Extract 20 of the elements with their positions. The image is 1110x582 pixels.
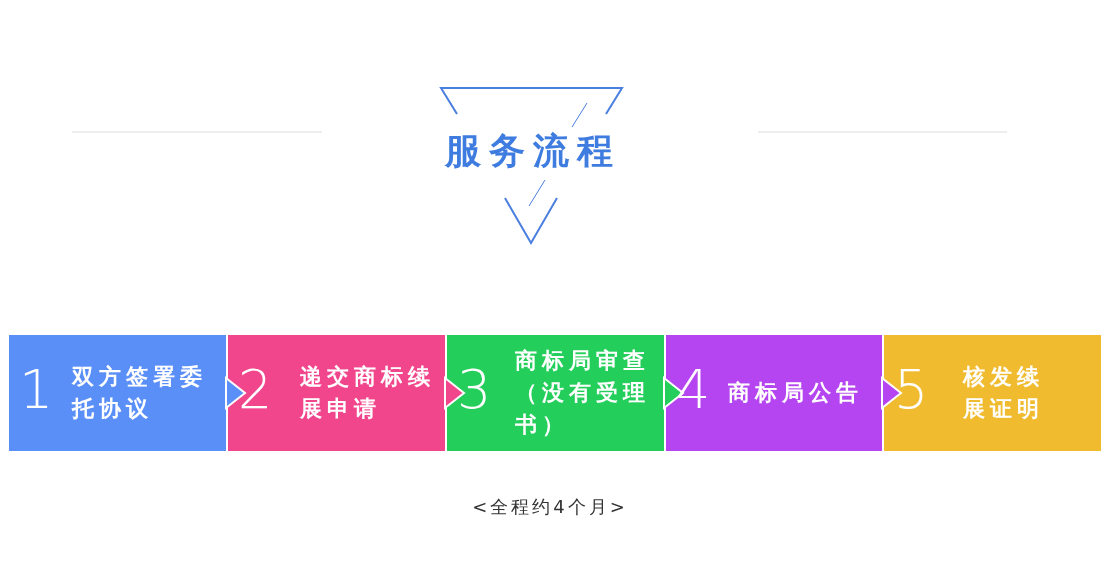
step-text: 核发续展证明 bbox=[963, 363, 1045, 423]
arrow bbox=[881, 375, 903, 411]
step-box bbox=[884, 335, 1101, 451]
duration-note: <全程约4个月> bbox=[471, 495, 629, 519]
arrow bbox=[444, 375, 466, 411]
step-text: 双方签署委托协议 bbox=[72, 363, 207, 423]
step-box bbox=[228, 335, 445, 451]
step-box bbox=[447, 335, 664, 451]
step-number: 4 bbox=[676, 359, 711, 421]
arrow bbox=[225, 375, 247, 411]
step-text: 商标局公告 bbox=[728, 379, 863, 407]
step-number: 2 bbox=[238, 359, 273, 421]
step-box bbox=[666, 335, 882, 451]
step-box bbox=[9, 335, 226, 451]
step-number: 3 bbox=[457, 359, 492, 421]
step-text: 商标局审查（没有受理书） bbox=[515, 347, 650, 439]
step-text: 递交商标续展申请 bbox=[300, 363, 435, 423]
step-number: 1 bbox=[19, 359, 54, 421]
title: 服务流程 bbox=[443, 129, 622, 173]
step-number: 5 bbox=[894, 359, 929, 421]
